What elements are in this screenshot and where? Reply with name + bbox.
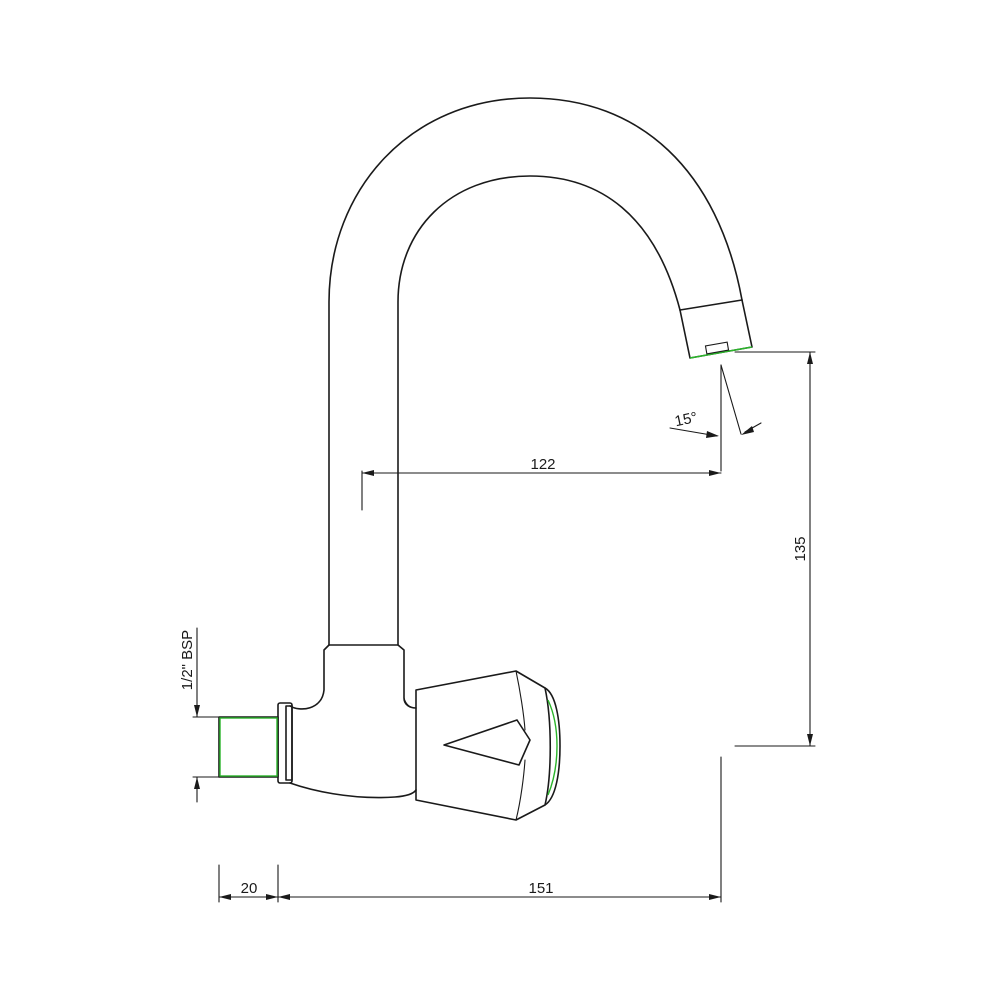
- thread-length-arrow-right: [266, 894, 278, 900]
- angle-label: 15°: [673, 409, 699, 430]
- handle-notch: [443, 719, 531, 766]
- valve-body: [289, 644, 417, 799]
- thread-length-arrow-left: [219, 894, 231, 900]
- handle-ridge-top: [515, 670, 526, 731]
- body-collar-left: [289, 644, 330, 710]
- overall-length-arrow-left: [278, 894, 290, 900]
- handle-outline: [415, 670, 552, 821]
- dimension-thread-size: 1/2" BSP: [179, 627, 220, 803]
- reach-arrow-right: [709, 470, 721, 476]
- inlet-thread: [218, 702, 293, 784]
- thread-arrow-bottom: [194, 777, 200, 789]
- thread-arrow-top: [194, 705, 200, 717]
- angle-leg: [720, 364, 742, 435]
- body-collar: [328, 644, 417, 709]
- dimension-lengths: 20 151: [218, 756, 722, 903]
- angle-arrow-right: [741, 426, 754, 435]
- dimension-height: 135: [734, 351, 816, 747]
- handle-ridge-bottom: [515, 759, 526, 821]
- body-bottom: [289, 782, 417, 799]
- aerator-nozzle: [704, 341, 730, 355]
- reach-arrow-left: [362, 470, 374, 476]
- thread-pipe-highlight: [219, 717, 278, 777]
- thread-flange: [277, 702, 293, 784]
- spout: [328, 97, 753, 646]
- handle-cap-highlight: [547, 699, 558, 796]
- dimension-reach: 122: [361, 364, 722, 511]
- spout-inner-edge: [397, 175, 681, 646]
- height-arrow-top: [807, 352, 813, 364]
- height-arrow-bottom: [807, 734, 813, 746]
- reach-label: 122: [530, 456, 555, 473]
- spout-outer-edge: [328, 97, 743, 646]
- height-label: 135: [792, 536, 809, 561]
- aerator-outlet: [689, 346, 753, 359]
- handle: [415, 670, 561, 821]
- handle-cap: [544, 687, 561, 806]
- overall-length-label: 151: [528, 880, 553, 897]
- angle-arrow-left: [706, 431, 719, 438]
- dimension-angle: 15°: [669, 364, 762, 438]
- thread-nut-ring: [285, 705, 293, 781]
- body-seam: [403, 697, 417, 709]
- spout-tip-band: [679, 299, 743, 311]
- thread-pipe: [218, 716, 279, 778]
- thread-length-label: 20: [241, 880, 258, 897]
- thread-label: 1/2" BSP: [179, 630, 196, 690]
- overall-length-arrow-right: [709, 894, 721, 900]
